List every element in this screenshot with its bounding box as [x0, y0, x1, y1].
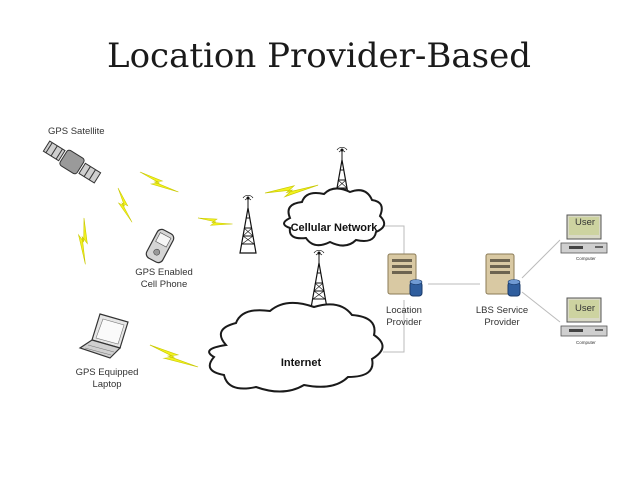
lightning-icon	[197, 205, 233, 237]
slide-title: Location Provider-Based	[107, 36, 531, 76]
lbs-provider-server-icon	[485, 253, 521, 297]
user-computer-bottom: User Computer	[560, 297, 608, 345]
laptop-label-line2: Laptop	[92, 379, 121, 390]
cellular-network-label: Cellular Network	[291, 222, 379, 234]
location-provider-label-line1: Location	[386, 305, 422, 316]
user-bottom-label: User	[575, 303, 595, 314]
user-computer-top: User Computer	[560, 214, 608, 261]
cell-phone-icon	[145, 228, 175, 264]
lbs-provider-label-line1: LBS Service	[476, 305, 528, 316]
lbs-provider-label-line2: Provider	[484, 317, 519, 328]
computer-bottom-label: Computer	[576, 340, 596, 345]
cell-phone-label-line1: GPS Enabled	[135, 267, 193, 278]
link-lbs-to-user-top	[521, 239, 561, 279]
internet-cloud: Internet	[208, 301, 384, 393]
cell-tower-icon	[239, 194, 257, 254]
laptop-label-line1: GPS Equipped	[76, 367, 139, 378]
computer-top-label: Computer	[576, 256, 596, 261]
user-top-label: User	[575, 217, 595, 228]
location-provider-server-icon	[387, 253, 423, 297]
laptop-icon	[78, 313, 129, 359]
link-lbs-to-user-bottom	[521, 291, 561, 323]
link-internet-to-location-provider	[383, 300, 405, 353]
cell-phone-label-line2: Cell Phone	[141, 279, 187, 290]
internet-label: Internet	[281, 357, 322, 369]
gps-satellite-icon	[42, 140, 102, 184]
gps-satellite-label: GPS Satellite	[48, 126, 105, 137]
lightning-icon	[106, 187, 144, 223]
cell-tower-icon	[310, 249, 328, 309]
cellular-network-cloud: Cellular Network	[283, 187, 386, 247]
lightning-icon	[149, 344, 199, 368]
location-provider-label-line2: Provider	[386, 317, 421, 328]
lightning-icon	[64, 217, 105, 265]
lightning-icon	[139, 171, 179, 193]
